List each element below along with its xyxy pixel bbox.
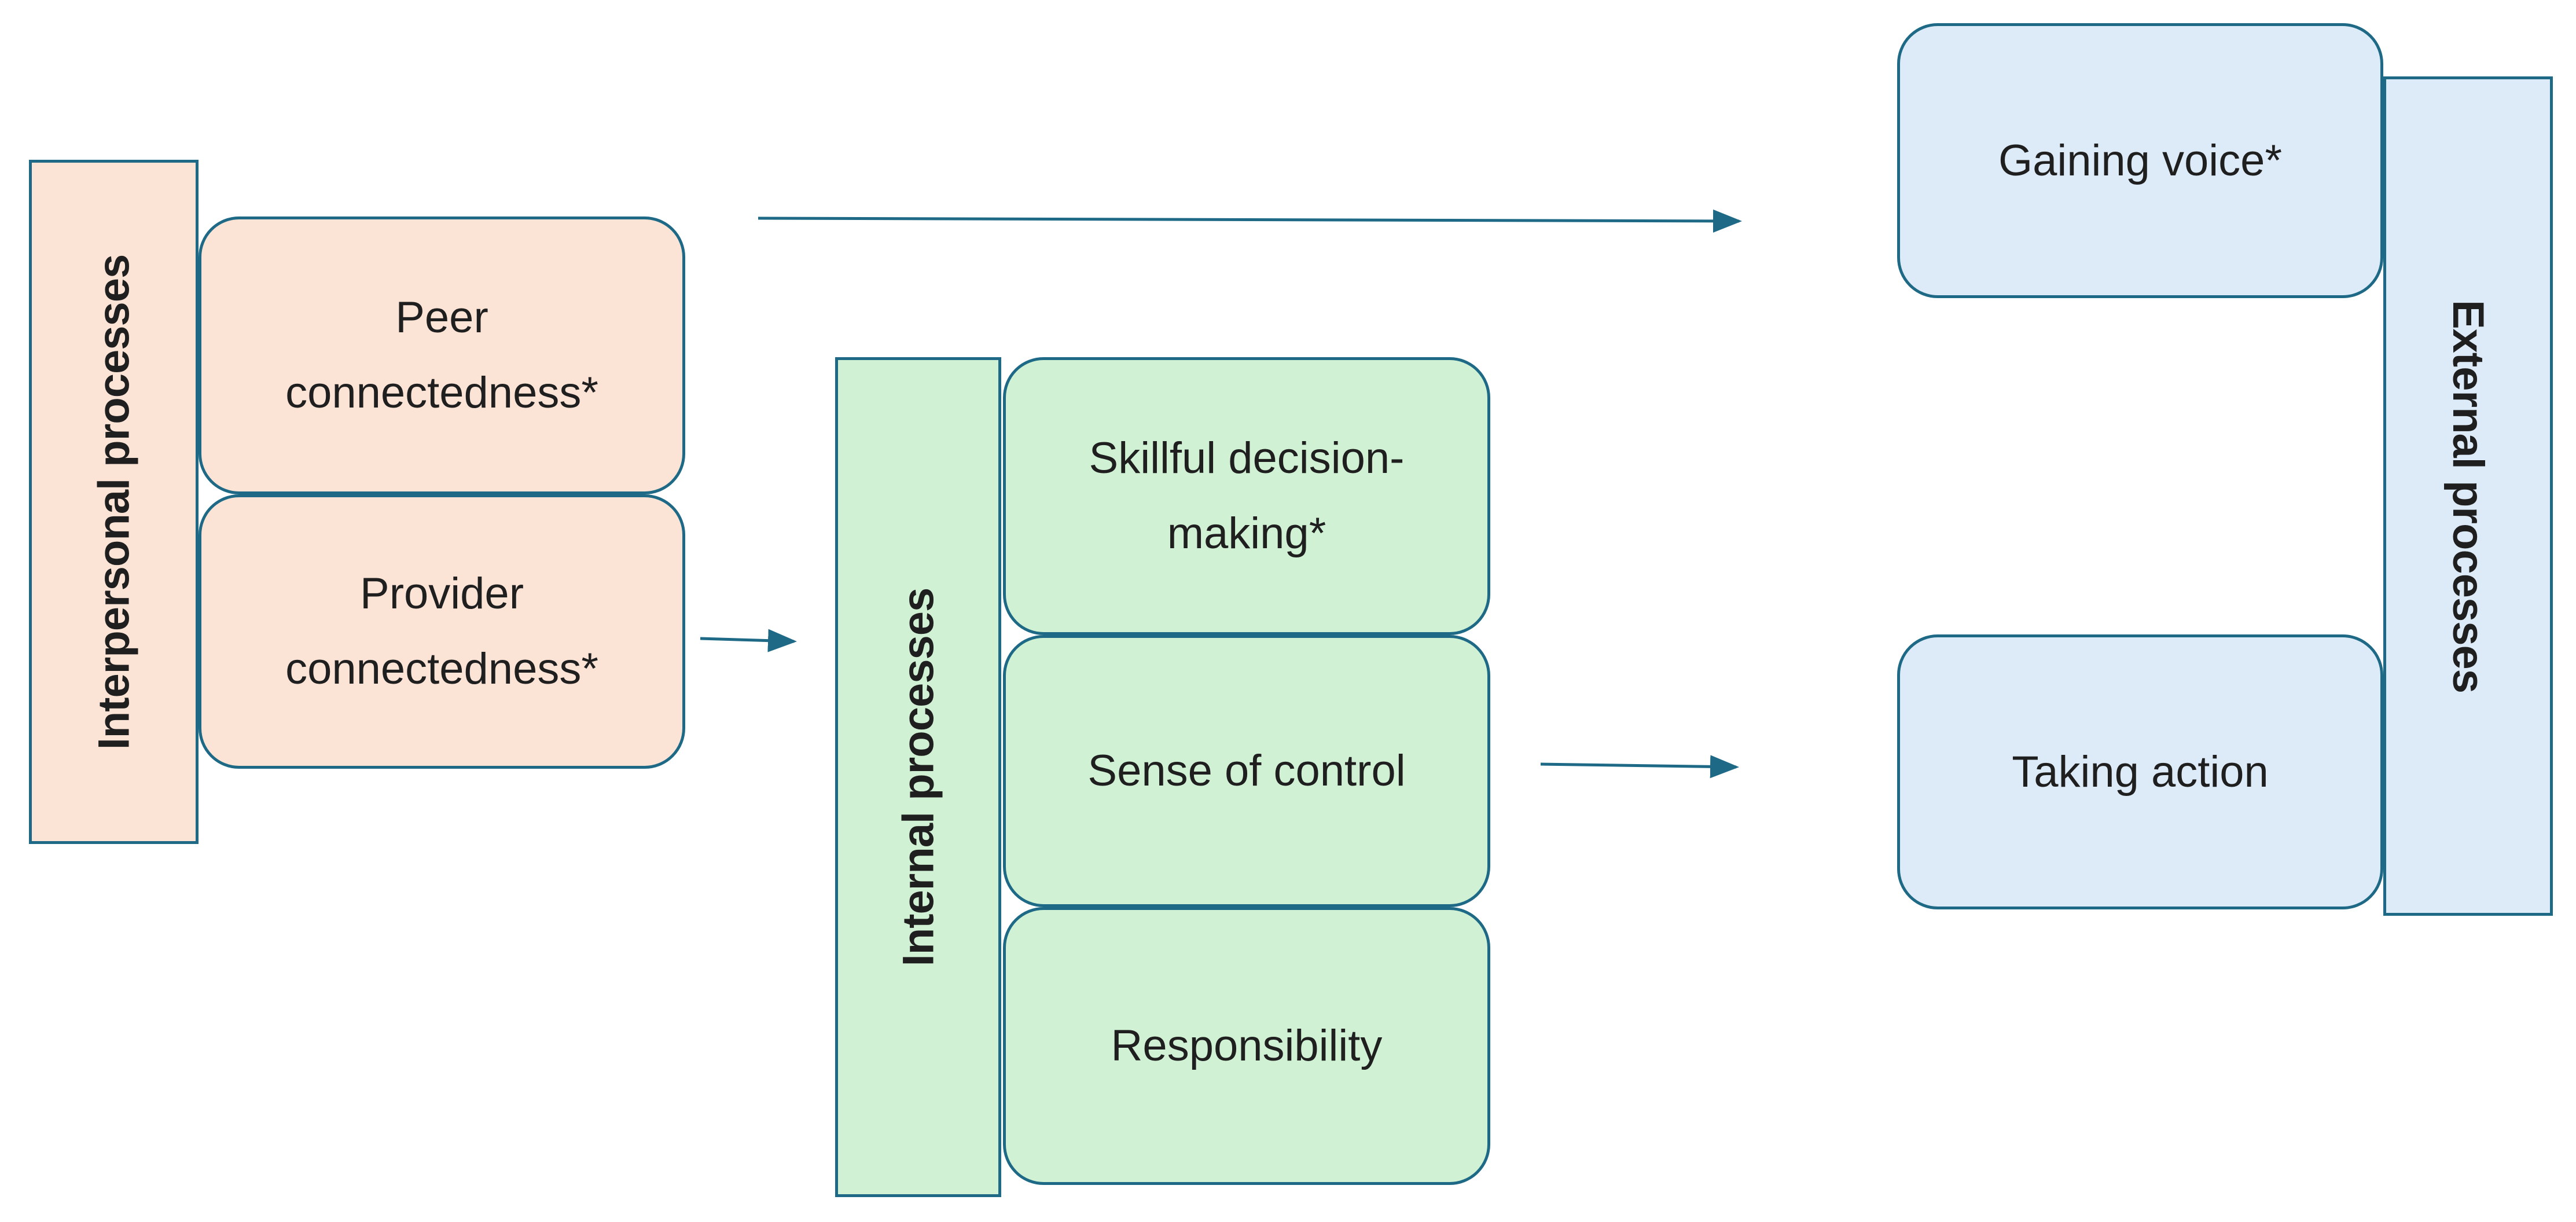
external-processes-bar: External processes xyxy=(2383,76,2553,916)
provider-connectedness-label: Provider connectedness* xyxy=(285,569,598,693)
sense-of-control-box: Sense of control xyxy=(1003,635,1490,907)
skillful-decision-making-box: Skillful decision- making* xyxy=(1003,357,1490,635)
internal-processes-bar: Internal processes xyxy=(835,357,1001,1197)
provider-connectedness-box: Provider connectedness* xyxy=(199,494,685,769)
gaining-voice-box: Gaining voice* xyxy=(1897,23,2383,298)
internal-processes-title: Internal processes xyxy=(894,588,943,967)
external-processes-title: External processes xyxy=(2443,299,2493,693)
arrow-internal-to-external xyxy=(1540,755,1739,779)
skillful-decision-making-label: Skillful decision- making* xyxy=(1089,434,1405,558)
sense-of-control-label: Sense of control xyxy=(1087,746,1406,795)
taking-action-box: Taking action xyxy=(1897,634,2383,909)
responsibility-box: Responsibility xyxy=(1003,907,1490,1185)
responsibility-label: Responsibility xyxy=(1111,1021,1383,1070)
taking-action-label: Taking action xyxy=(2012,747,2269,797)
arrow-interpersonal-to-external xyxy=(758,209,1742,233)
interpersonal-processes-title: Interpersonal processes xyxy=(89,254,139,750)
peer-connectedness-box: Peer connectedness* xyxy=(199,216,685,494)
peer-connectedness-label: Peer connectedness* xyxy=(285,293,598,417)
interpersonal-processes-bar: Interpersonal processes xyxy=(29,160,199,844)
arrow-interpersonal-to-internal xyxy=(700,629,797,652)
gaining-voice-label: Gaining voice* xyxy=(1998,135,2283,185)
